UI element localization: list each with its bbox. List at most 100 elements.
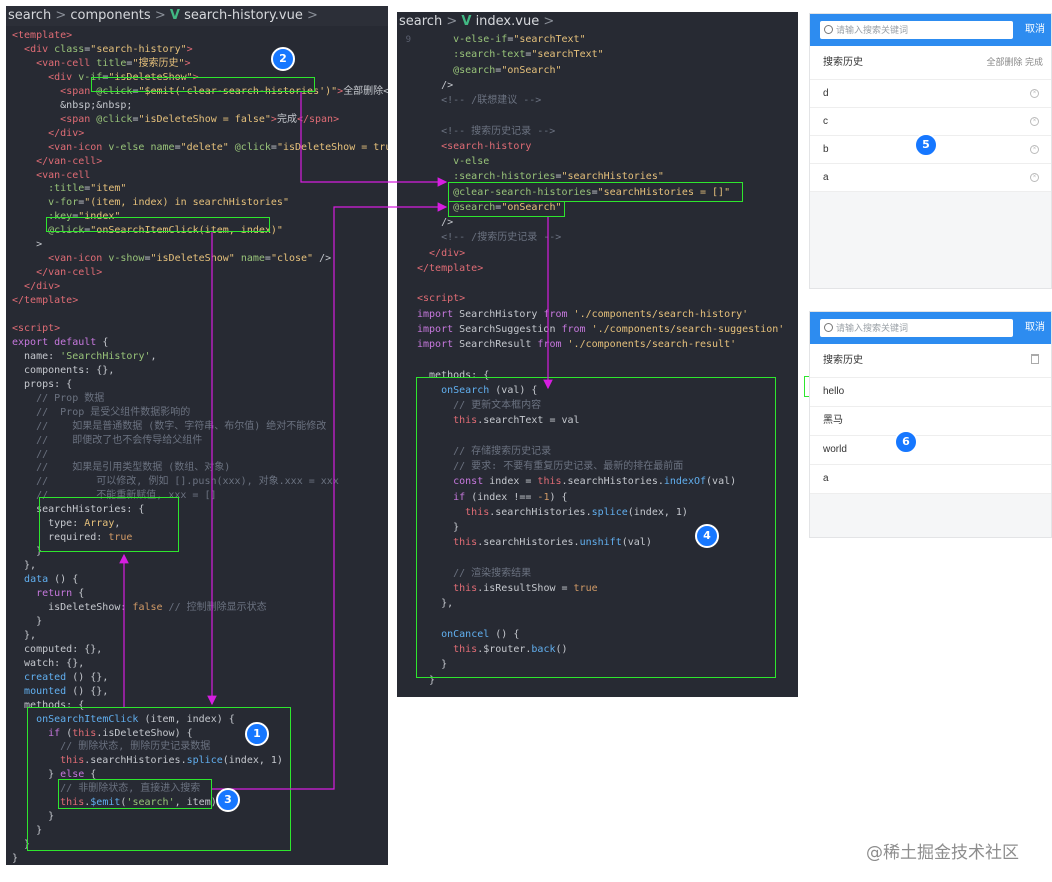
code-line[interactable]: // Prop 是受父组件数据影响的 <box>12 406 191 418</box>
code-line[interactable]: </van-cell> <box>36 267 103 279</box>
history-item[interactable]: d× <box>810 80 1051 108</box>
history-item[interactable]: a× <box>810 164 1051 192</box>
search-input[interactable]: 请输入搜索关键词 <box>820 21 1013 39</box>
code-line[interactable]: props: { <box>12 378 73 390</box>
history-item[interactable]: a <box>810 465 1051 494</box>
code-line[interactable]: /> <box>417 217 454 228</box>
code-line[interactable]: <script> <box>417 293 466 305</box>
code-line[interactable]: // 存储搜索历史记录 <box>417 445 552 457</box>
code-line[interactable]: @search="onSearch" <box>417 201 562 213</box>
code-line[interactable]: <van-icon v-else name="delete" @click="i… <box>48 141 388 153</box>
code-line[interactable]: }, <box>12 560 37 572</box>
delete-icon[interactable] <box>1031 354 1039 364</box>
code-line[interactable]: :key="index" <box>12 211 121 223</box>
code-line[interactable]: @click="onSearchItemClick(item, index)" <box>12 225 283 237</box>
code-line[interactable]: import SearchSuggestion from './componen… <box>417 323 785 335</box>
code-line[interactable]: this.searchHistories.splice(index, 1) <box>12 755 283 767</box>
code-line[interactable]: if (this.isDeleteShow) { <box>12 727 193 739</box>
code-line[interactable]: <!-- /搜索历史记录 --> <box>417 232 562 244</box>
code-line[interactable]: </van-cell> <box>36 155 103 167</box>
close-icon[interactable]: × <box>1030 117 1039 126</box>
close-icon[interactable]: × <box>1030 173 1039 182</box>
code-line[interactable]: <template> <box>12 30 73 41</box>
breadcrumb-search[interactable]: search <box>399 14 443 29</box>
code-line[interactable]: <div class="search-history"> <box>24 43 193 55</box>
code-line[interactable]: isDeleteShow: false // 控制删除显示状态 <box>12 601 267 613</box>
history-item[interactable]: hello <box>810 378 1051 407</box>
code-line[interactable]: } <box>417 522 460 533</box>
code-line[interactable]: this.$emit('search', item) <box>12 797 217 809</box>
code-line[interactable]: <!-- /联想建议 --> <box>417 95 542 106</box>
code-line[interactable]: searchHistories: { <box>12 504 145 516</box>
code-line[interactable]: </div> <box>24 281 61 293</box>
breadcrumb-file[interactable]: search-history.vue <box>184 8 303 23</box>
code-line[interactable]: onSearch (val) { <box>441 384 538 396</box>
done-button[interactable]: 完成 <box>1024 57 1043 67</box>
code-line[interactable]: // 即便改了也不会传导给父组件 <box>12 434 203 446</box>
code-line[interactable]: <van-cell title="搜索历史"> <box>36 57 191 69</box>
history-item[interactable]: 黑马 <box>810 407 1051 436</box>
code-line[interactable]: type: Array, <box>12 518 121 530</box>
code-line[interactable]: this.searchText = val <box>417 415 580 427</box>
code-line[interactable]: </div> <box>417 247 466 259</box>
code-line[interactable]: :title="item" <box>12 183 127 195</box>
code-line[interactable]: name: 'SearchHistory', <box>12 350 157 362</box>
code-line[interactable]: const index = this.searchHistories.index… <box>417 476 737 488</box>
code-line[interactable]: } <box>12 853 19 865</box>
code-line[interactable]: } <box>417 659 448 671</box>
code-line[interactable]: // 可以修改, 例如 [].push(xxx), 对象.xxx = xxx <box>12 476 339 488</box>
code-line[interactable]: @search="onSearch" <box>417 64 562 76</box>
code-line[interactable]: this.isResultShow = true <box>417 583 598 594</box>
code-line[interactable]: onSearchItemClick (item, index) { <box>36 713 235 725</box>
delete-all-button[interactable]: 全部删除 <box>986 57 1023 67</box>
code-line[interactable]: this.searchHistories.splice(index, 1) <box>417 506 688 518</box>
code-line[interactable]: v-for="(item, index) in searchHistories" <box>12 197 289 209</box>
close-icon[interactable]: × <box>1030 89 1039 98</box>
code-line[interactable]: // 渲染搜索结果 <box>417 567 532 579</box>
code-line[interactable]: :search-histories="searchHistories" <box>417 171 664 183</box>
code-line[interactable]: <!-- 搜索历史记录 --> <box>417 125 556 137</box>
search-input[interactable]: 请输入搜索关键词 <box>820 319 1013 337</box>
code-line[interactable]: this.searchHistories.unshift(val) <box>417 537 652 549</box>
code-line[interactable]: created () {}, <box>24 671 109 683</box>
code-line[interactable]: </div> <box>48 127 85 139</box>
code-line[interactable]: } <box>12 615 43 627</box>
code-line[interactable]: } <box>12 811 55 823</box>
breadcrumb-file[interactable]: index.vue <box>475 14 540 29</box>
code-line[interactable]: v-else-if="searchText" <box>417 34 586 45</box>
code-line[interactable]: this.$router.back() <box>417 644 568 655</box>
code-line[interactable]: data () { <box>24 574 79 586</box>
code-line[interactable]: <van-icon v-show="isDeleteShow" name="cl… <box>48 253 332 265</box>
code-line[interactable]: // 如果是引用类型数据 (数组、对象) <box>12 462 231 474</box>
code-line[interactable]: <van-cell <box>36 169 91 181</box>
code-line[interactable]: export default { <box>12 336 109 348</box>
code-line[interactable]: required: true <box>12 532 133 544</box>
code-line[interactable]: components: {}, <box>12 364 115 376</box>
code-line[interactable]: onCancel () { <box>441 628 520 640</box>
code-line[interactable]: <span @click="isDeleteShow = false">完成</… <box>60 113 340 125</box>
cancel-button[interactable]: 取消 <box>1025 24 1045 35</box>
code-line[interactable]: computed: {}, <box>12 643 103 655</box>
code-line[interactable]: // 不能重新赋值, xxx = [] <box>12 490 217 502</box>
code-line[interactable]: if (index !== -1) { <box>417 491 568 503</box>
code-line[interactable]: watch: {}, <box>12 657 85 669</box>
breadcrumb-search[interactable]: search <box>8 8 52 23</box>
history-item[interactable]: world <box>810 436 1051 465</box>
code-line[interactable]: /> <box>417 79 454 91</box>
code-line[interactable]: :search-text="searchText" <box>417 49 604 61</box>
code-line[interactable]: methods: { <box>417 369 490 381</box>
code-line[interactable]: <search-history <box>417 140 532 152</box>
code-line[interactable]: }, <box>417 598 454 610</box>
code-line[interactable]: // <box>12 448 49 460</box>
code-line[interactable]: return { <box>12 588 85 599</box>
code-line[interactable]: methods: { <box>12 699 85 711</box>
code-line[interactable]: } <box>417 674 436 686</box>
code-line[interactable]: // Prop 数据 <box>12 392 105 404</box>
code-line[interactable]: // 删除状态, 删除历史记录数据 <box>12 741 211 753</box>
code-line[interactable]: // 非删除状态, 直接进入搜索 <box>12 783 201 795</box>
code-line[interactable]: import SearchResult from './components/s… <box>417 339 737 350</box>
code-line[interactable]: } else { <box>12 769 97 781</box>
code-line[interactable]: </template> <box>12 295 79 307</box>
code-line[interactable]: > <box>12 239 43 251</box>
code-line[interactable]: v-else <box>417 156 490 167</box>
